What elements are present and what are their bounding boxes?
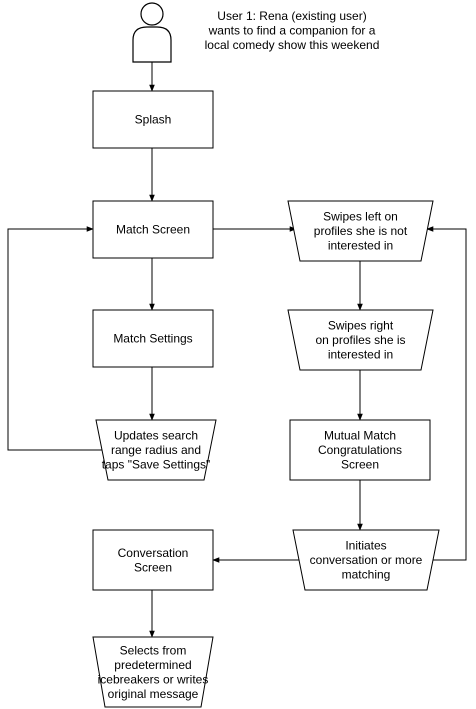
node-label-line: Congratulations — [318, 443, 402, 457]
node-label-line: predetermined — [114, 658, 191, 672]
node-match-screen: Match Screen — [92, 200, 214, 259]
edge-initiates-to-swipes-left — [426, 226, 467, 561]
node-label-line: Selects from — [120, 643, 187, 657]
node-label-line: taps "Save Settings" — [102, 458, 211, 472]
caption-line: local comedy show this weekend — [205, 38, 380, 52]
node-label-line: interested in — [328, 348, 393, 362]
node-label-line: Screen — [134, 560, 172, 574]
node-label-line: conversation or more — [310, 553, 423, 567]
node-match-settings: Match Settings — [92, 309, 214, 368]
node-label-line: Swipes left on — [323, 210, 398, 224]
node-label-line: range radius and — [111, 443, 201, 457]
edge-updates-search-to-match-screen — [7, 226, 108, 451]
node-label-line: Match Screen — [116, 223, 190, 237]
user-icon — [132, 2, 172, 63]
connectors — [7, 62, 467, 638]
node-label-line: original message — [108, 687, 199, 701]
actor-caption: User 1: Rena (existing user)wants to fin… — [205, 9, 380, 52]
node-label-line: on profiles she is — [315, 333, 405, 347]
node-label-line: icebreakers or writes — [98, 672, 209, 686]
caption-line: wants to find a companion for a — [208, 24, 376, 38]
node-label-line: Conversation — [118, 546, 189, 560]
node-label-line: profiles she is not — [314, 224, 408, 238]
node-label-line: Swipes right — [328, 319, 394, 333]
node-label-line: Mutual Match — [324, 429, 396, 443]
node-label-line: Match Settings — [113, 332, 192, 346]
node-label-line: Initiates — [345, 539, 386, 553]
node-label-line: Splash — [135, 113, 172, 127]
caption-line: User 1: Rena (existing user) — [217, 9, 366, 23]
node-label-line: Updates search — [114, 429, 198, 443]
node-splash: Splash — [92, 90, 214, 149]
node-label-line: Screen — [341, 458, 379, 472]
node-label-line: interested in — [328, 239, 393, 253]
node-label-line: matching — [342, 568, 391, 582]
